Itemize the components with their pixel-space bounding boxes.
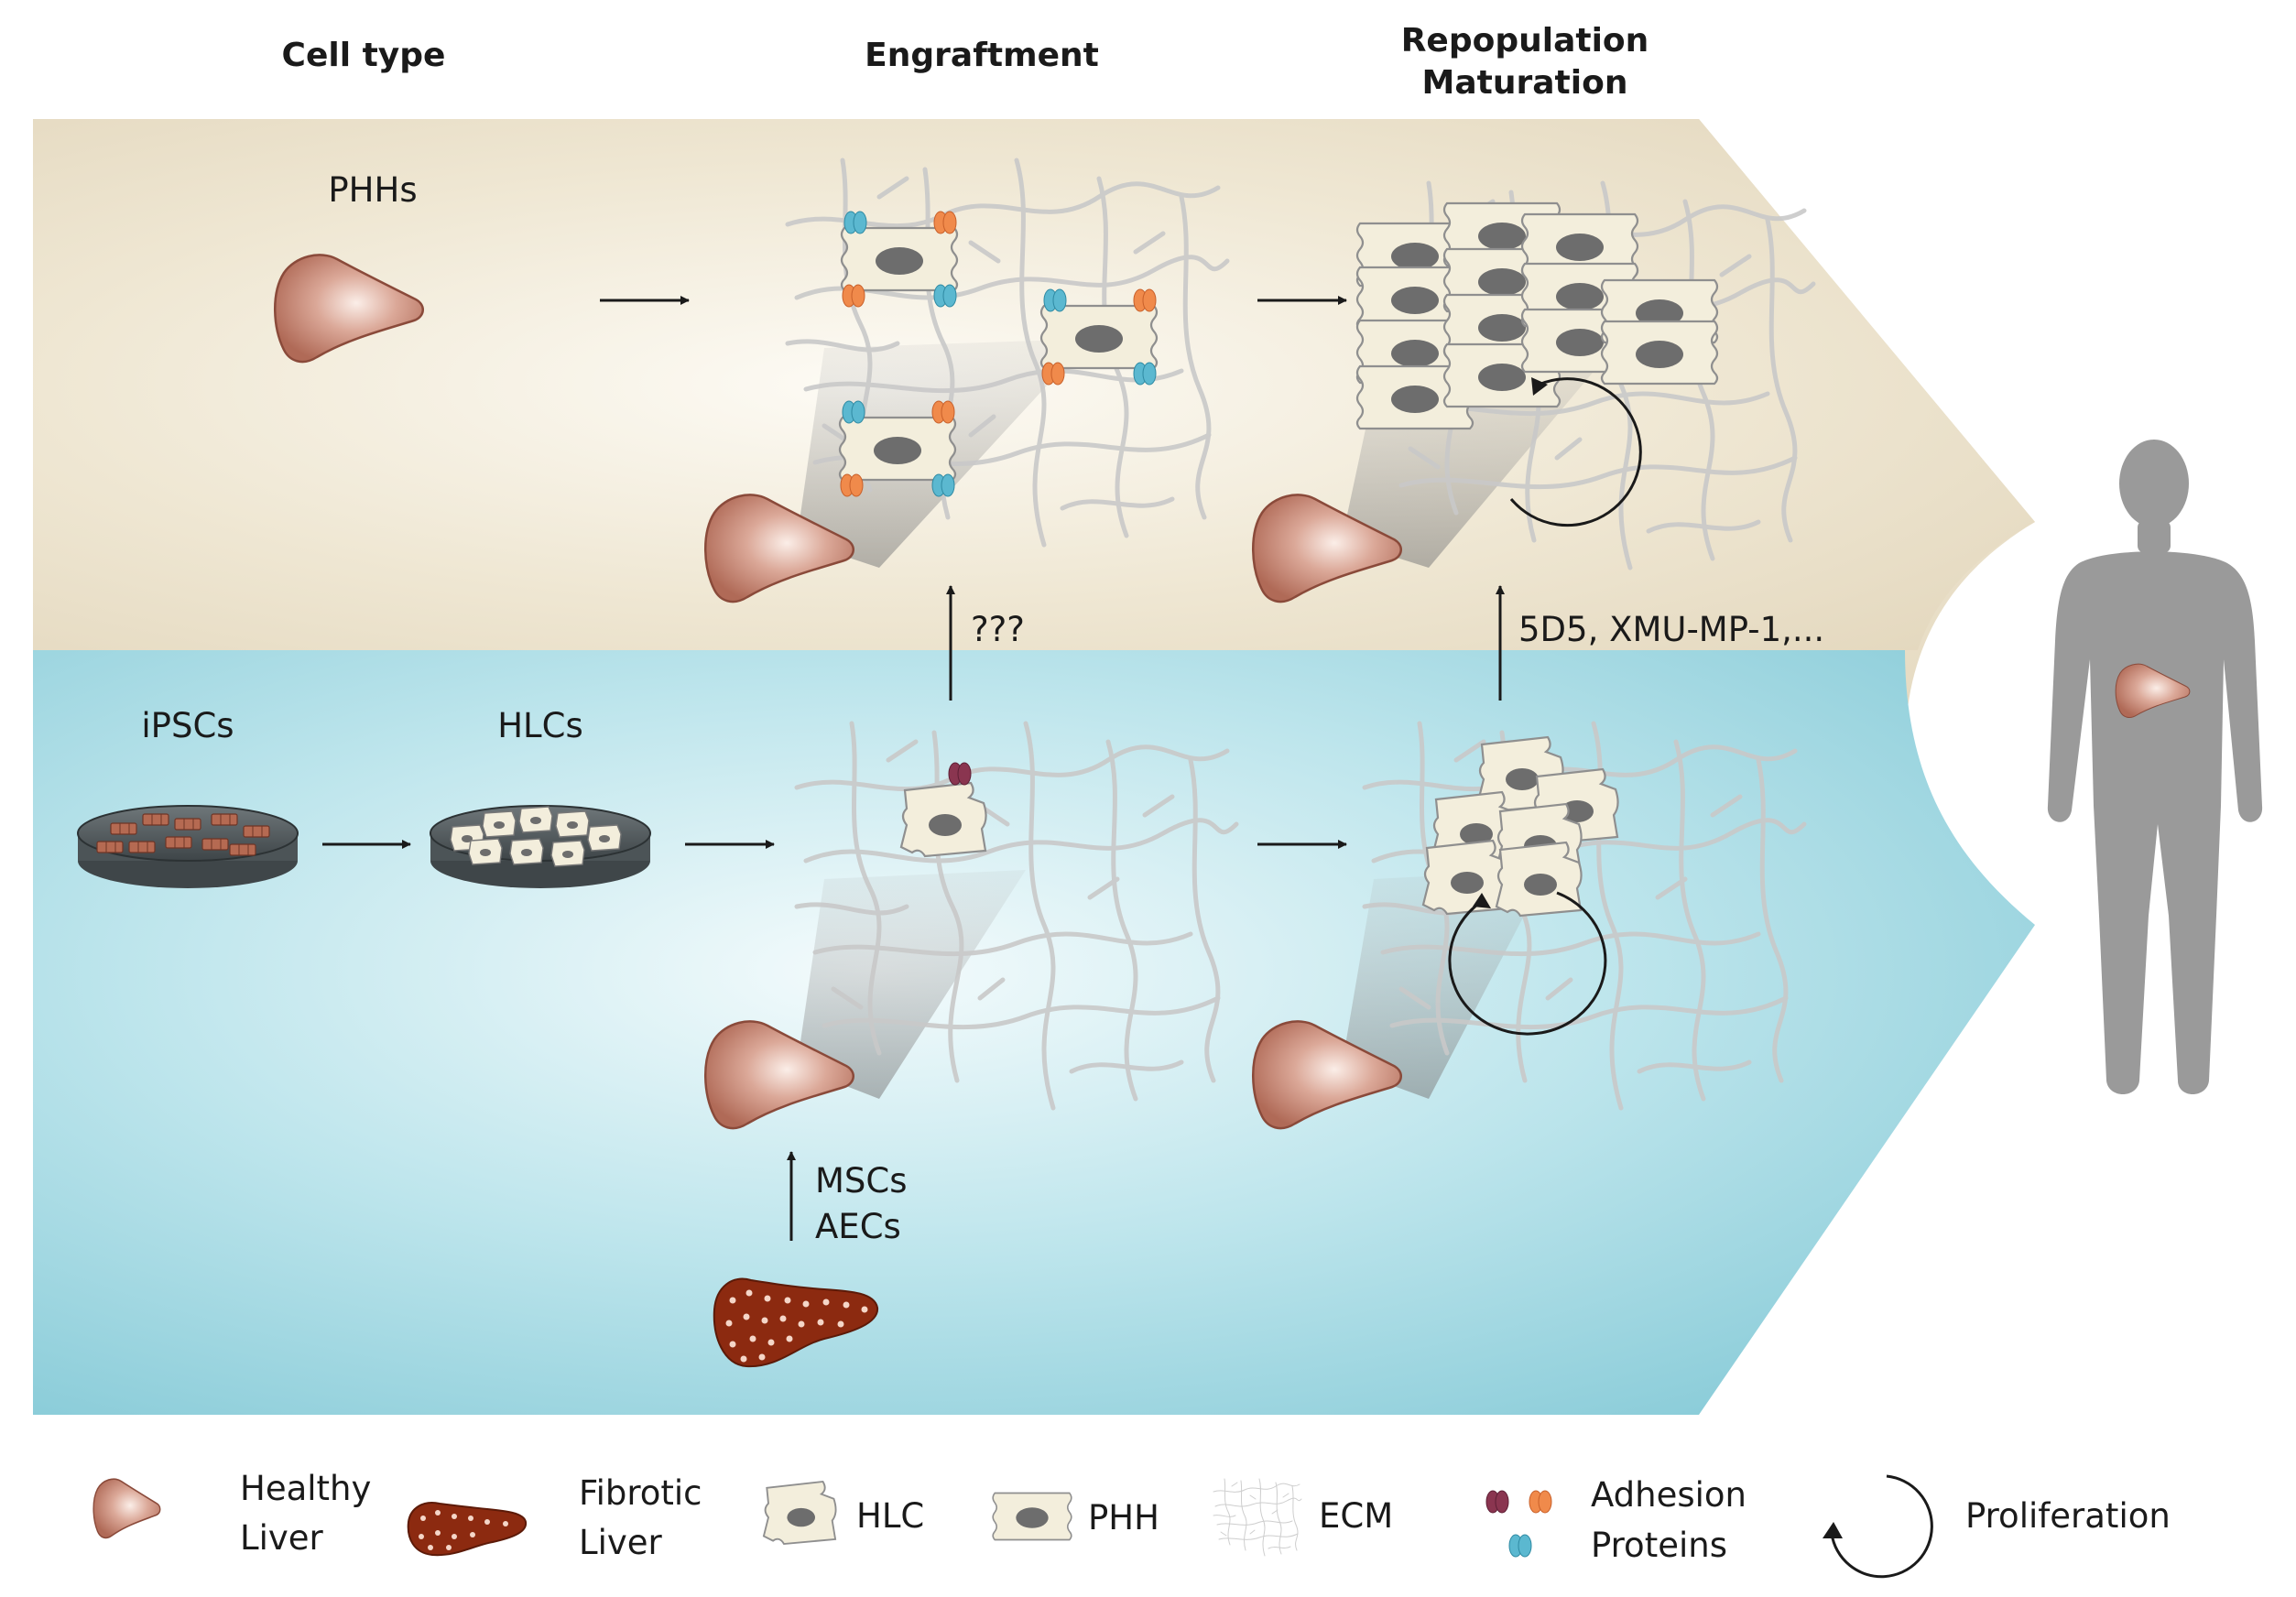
label-ipscs: iPSCs xyxy=(141,706,234,745)
legend-hlc: HLC xyxy=(856,1496,924,1536)
hlc-cell-icon xyxy=(899,781,987,858)
label-unknown: ??? xyxy=(971,610,1025,649)
fibrotic-liver-icon xyxy=(713,1277,879,1368)
zoom-cone xyxy=(797,870,1026,1099)
healthy-liver-icon xyxy=(92,1478,161,1539)
legend-healthy-1: Healthy xyxy=(240,1469,371,1508)
adhesion-protein-icon xyxy=(948,762,972,786)
hlc-cell-icon xyxy=(762,1481,837,1545)
legend-adhesion-2: Proteins xyxy=(1591,1526,1727,1565)
proliferation-icon xyxy=(1448,891,1607,1036)
legend-healthy-2: Liver xyxy=(240,1518,324,1558)
adhesion-protein-icon xyxy=(1485,1490,1552,1558)
legend-fibrotic-1: Fibrotic xyxy=(579,1473,702,1513)
header-cell-type: Cell type xyxy=(282,37,446,74)
human-body-icon xyxy=(2047,440,2263,1094)
phh-cell-icon xyxy=(992,1492,1072,1541)
legend-ecm: ECM xyxy=(1319,1496,1393,1536)
legend: Healthy Liver Fibrotic Liver HLC PHH ECM… xyxy=(92,1469,2171,1579)
hlc-dish-icon xyxy=(430,805,651,888)
header-repopulation: Repopulation xyxy=(1401,22,1649,60)
label-hlcs: HLCs xyxy=(497,706,583,745)
repopulation-hlc-scene xyxy=(1251,723,1804,1130)
zoom-cone xyxy=(1342,870,1548,1099)
legend-adhesion-1: Adhesion xyxy=(1591,1475,1746,1515)
fibrotic-liver-icon xyxy=(407,1502,528,1557)
legend-proliferation: Proliferation xyxy=(1965,1496,2171,1536)
header-maturation: Maturation xyxy=(1422,64,1628,102)
legend-phh: PHH xyxy=(1088,1498,1159,1537)
label-aecs: AECs xyxy=(815,1207,901,1246)
label-mscs: MSCs xyxy=(815,1161,908,1200)
ecm-icon xyxy=(1213,1478,1302,1557)
label-factors: 5D5, XMU-MP-1,... xyxy=(1518,610,1824,649)
repopulation-phh-scene xyxy=(1251,183,1813,603)
label-phhs: PHHs xyxy=(328,170,417,210)
legend-fibrotic-2: Liver xyxy=(579,1523,663,1562)
engraftment-phh-scene xyxy=(703,160,1227,603)
proliferation-icon xyxy=(1509,377,1642,527)
ipsc-dish-icon xyxy=(77,805,299,888)
proliferation-icon xyxy=(1823,1474,1933,1579)
header-engraftment: Engraftment xyxy=(865,37,1099,74)
engraftment-hlc-scene xyxy=(703,723,1236,1130)
